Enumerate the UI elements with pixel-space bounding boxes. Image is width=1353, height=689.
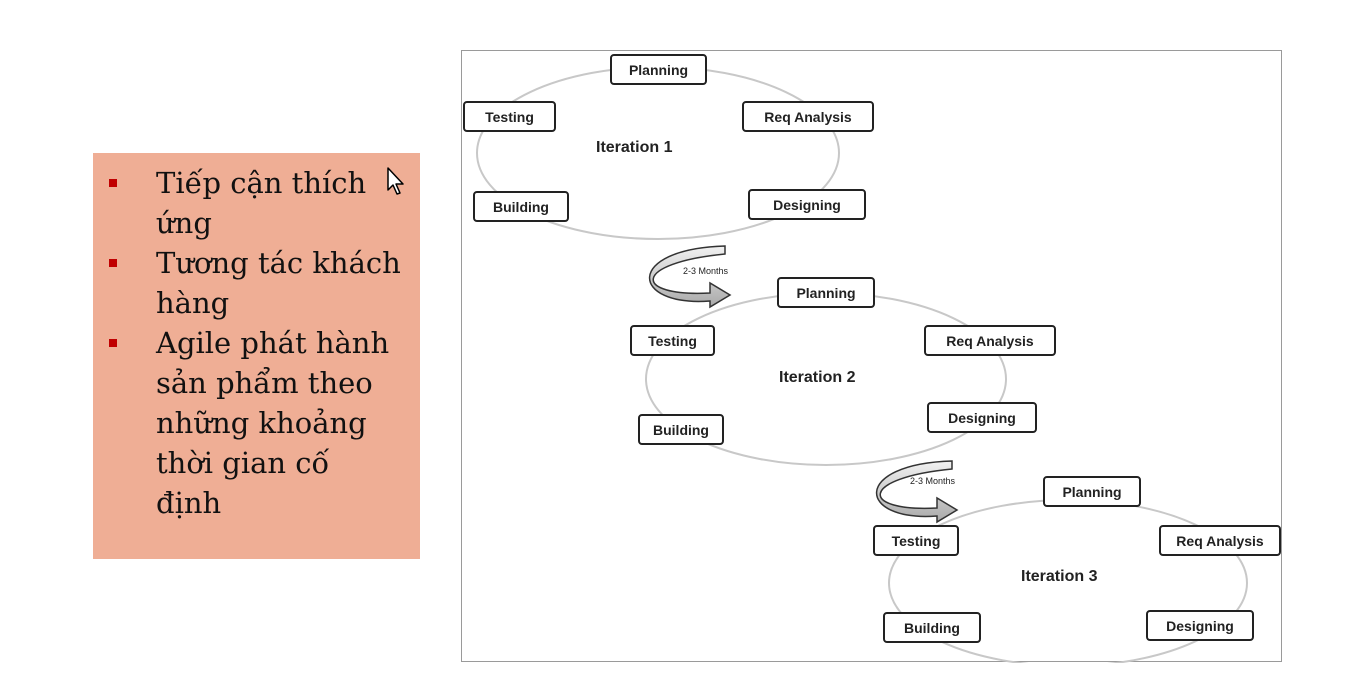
stage-testing: Testing	[873, 525, 959, 556]
stage-designing: Designing	[748, 189, 866, 220]
square-bullet-icon	[109, 339, 117, 347]
diagram-canvas	[476, 66, 1248, 663]
transition-label: 2-3 Months	[683, 266, 729, 276]
stage-building: Building	[883, 612, 981, 643]
stage-planning: Planning	[1043, 476, 1141, 507]
bullet-text: Agile phát hành sản phẩm theo những khoả…	[156, 326, 390, 520]
bullet-item: Tiếp cận thích ứng	[93, 163, 420, 243]
bullet-text-box: Tiếp cận thích ứng Tương tác khách hàng …	[93, 153, 420, 559]
transition-label: 2-3 Months	[910, 476, 956, 486]
square-bullet-icon	[109, 259, 117, 267]
mouse-pointer-icon	[387, 167, 404, 195]
bullet-text: Tiếp cận thích ứng	[156, 166, 367, 240]
stage-testing: Testing	[463, 101, 556, 132]
stage-designing: Designing	[927, 402, 1037, 433]
stage-planning: Planning	[610, 54, 707, 85]
bullet-text: Tương tác khách hàng	[156, 246, 401, 320]
iteration-label: Iteration 3	[1021, 568, 1098, 585]
stage-req-analysis: Req Analysis	[924, 325, 1056, 356]
square-bullet-icon	[109, 179, 117, 187]
curved-arrow-icon	[648, 245, 732, 309]
stage-building: Building	[638, 414, 724, 445]
bullet-list: Tiếp cận thích ứng Tương tác khách hàng …	[93, 163, 420, 523]
bullet-item: Tương tác khách hàng	[93, 243, 420, 323]
stage-req-analysis: Req Analysis	[1159, 525, 1281, 556]
stage-testing: Testing	[630, 325, 715, 356]
bullet-item: Agile phát hành sản phẩm theo những khoả…	[93, 323, 420, 523]
iteration-label: Iteration 2	[779, 369, 856, 386]
curved-arrow-icon	[875, 460, 959, 524]
iteration-diagram: Planning Req Analysis Designing Building…	[461, 50, 1282, 663]
stage-designing: Designing	[1146, 610, 1254, 641]
stage-planning: Planning	[777, 277, 875, 308]
stage-req-analysis: Req Analysis	[742, 101, 874, 132]
stage-building: Building	[473, 191, 569, 222]
iteration-label: Iteration 1	[596, 139, 673, 156]
